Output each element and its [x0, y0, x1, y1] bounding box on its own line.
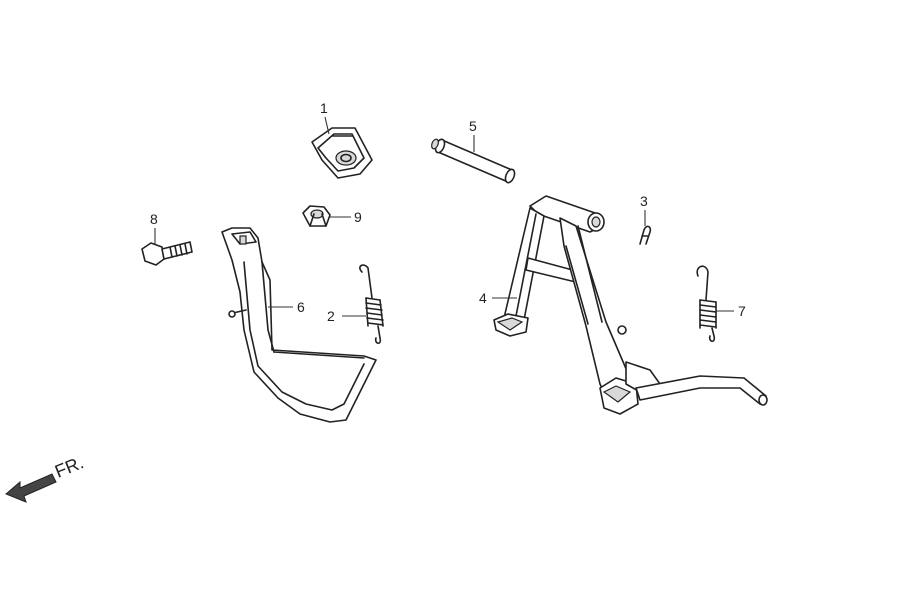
front-direction-label: FR. — [52, 452, 86, 481]
callout-6: 6 — [268, 299, 305, 315]
callout-4: 4 — [479, 290, 517, 306]
callout-3: 3 — [640, 193, 648, 226]
callout-7: 7 — [716, 303, 746, 319]
callout-5: 5 — [469, 118, 477, 152]
svg-text:1: 1 — [320, 100, 328, 116]
svg-text:4: 4 — [479, 290, 487, 306]
front-direction-indicator: FR. — [5, 452, 86, 503]
part-8-bolt — [141, 241, 193, 266]
svg-text:8: 8 — [150, 211, 158, 227]
part-1-bracket-plate — [311, 127, 373, 179]
svg-text:9: 9 — [354, 209, 362, 225]
part-6-side-stand — [221, 227, 377, 423]
svg-text:2: 2 — [327, 308, 335, 324]
part-2-spring — [359, 264, 384, 345]
part-4-main-stand — [493, 195, 768, 415]
part-5-pivot-shaft — [431, 138, 516, 184]
svg-text:3: 3 — [640, 193, 648, 209]
part-7-spring — [696, 265, 717, 343]
part-3-cotter-pin — [639, 225, 652, 245]
svg-text:6: 6 — [297, 299, 305, 315]
front-arrow-icon — [5, 473, 57, 503]
svg-text:5: 5 — [469, 118, 477, 134]
callout-1: 1 — [320, 100, 330, 135]
part-9-nut — [302, 205, 331, 227]
callout-2: 2 — [327, 308, 366, 324]
callout-9: 9 — [330, 209, 362, 225]
callout-8: 8 — [150, 211, 158, 244]
svg-text:7: 7 — [738, 303, 746, 319]
